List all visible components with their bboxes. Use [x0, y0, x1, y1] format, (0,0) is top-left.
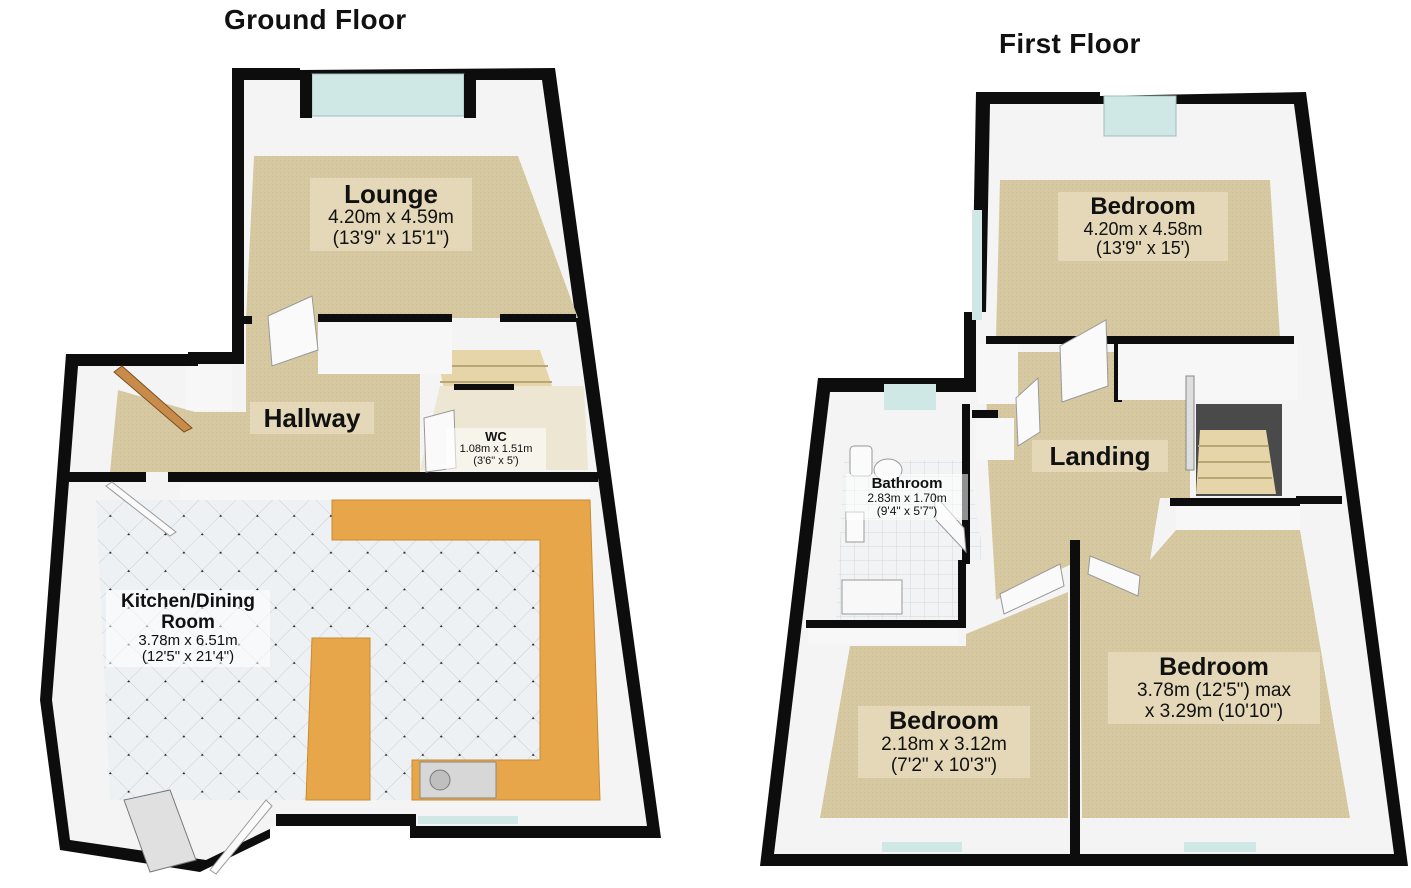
wc-label: WC 1.08m x 1.51m (3'6" x 5') — [446, 428, 546, 470]
bedroom-rear-label: Bedroom 3.78m (12'5") max x 3.29m (10'10… — [1108, 652, 1320, 725]
kitchen-label: Kitchen/Dining Room 3.78m x 6.51m (12'5"… — [106, 590, 270, 668]
bedroom-front-dim-imperial: (13'9" x 15') — [1095, 238, 1191, 259]
lounge-window — [311, 73, 465, 117]
bathroom-dim-imperial: (9'4" x 5'7") — [876, 504, 938, 519]
hallway-label: Hallway — [250, 402, 374, 435]
bedroom-small-name: Bedroom — [889, 707, 999, 735]
kitchen-window — [418, 816, 518, 824]
bedroom-small-dim-metric: 2.18m x 3.12m — [881, 734, 1007, 755]
bedroom-rear-window — [1184, 842, 1256, 852]
landing-name: Landing — [1049, 441, 1151, 471]
kitchen-dim-imperial: (12'5" x 21'4") — [141, 648, 235, 666]
bedroom-front-label: Bedroom 4.20m x 4.58m (13'9" x 15') — [1058, 192, 1228, 261]
bedroom-front-window — [1103, 95, 1177, 137]
lounge-name: Lounge — [344, 179, 438, 209]
bathroom-window — [884, 384, 936, 410]
bedroom-rear-dim-line2: x 3.29m (10'10") — [1144, 700, 1284, 722]
bedroom-front-dim-metric: 4.20m x 4.58m — [1083, 218, 1203, 239]
wc-dim-imperial: (3'6" x 5') — [473, 454, 519, 467]
bathroom-dim-metric: 2.83m x 1.70m — [867, 491, 947, 506]
lounge-label: Lounge 4.20m x 4.59m (13'9" x 15'1") — [310, 178, 472, 252]
first-doors — [933, 319, 1195, 615]
bedroom-small-window — [882, 842, 962, 852]
kitchen-dim-metric: 3.78m x 6.51m — [138, 632, 238, 650]
bedroom-small-dim-imperial: (7'2" x 10'3") — [890, 754, 998, 776]
ground-wall-tops — [180, 322, 590, 504]
kitchen-name-line2: Room — [161, 611, 215, 633]
first-wall-tops — [808, 344, 1300, 644]
first-floor-title: First Floor — [999, 28, 1141, 59]
kitchen-worktop — [305, 499, 601, 801]
ground-floor-title: Ground Floor — [224, 4, 407, 35]
bedroom-front-side-window — [972, 210, 982, 320]
kitchen-name-line1: Kitchen/Dining — [120, 591, 256, 612]
bathroom-label: Bathroom 2.83m x 1.70m (9'4" x 5'7") — [846, 474, 968, 521]
landing-label: Landing — [1032, 440, 1168, 473]
hallway-name: Hallway — [263, 403, 361, 433]
bedroom-front-name: Bedroom — [1090, 193, 1196, 220]
first-stairs — [1196, 404, 1282, 496]
bedroom-small-label: Bedroom 2.18m x 3.12m (7'2" x 10'3") — [858, 706, 1030, 779]
wc-dim-metric: 1.08m x 1.51m — [459, 443, 533, 456]
bedroom-rear-name: Bedroom — [1159, 653, 1269, 681]
bathroom-name: Bathroom — [871, 475, 943, 492]
ground-internal-walls — [66, 314, 598, 482]
lounge-dim-imperial: (13'9" x 15'1") — [332, 227, 450, 249]
lounge-dim-metric: 4.20m x 4.59m — [328, 207, 454, 229]
wc-name: WC — [485, 429, 507, 444]
bedroom-rear-dim-line1: 3.78m (12'5") max — [1137, 680, 1291, 701]
